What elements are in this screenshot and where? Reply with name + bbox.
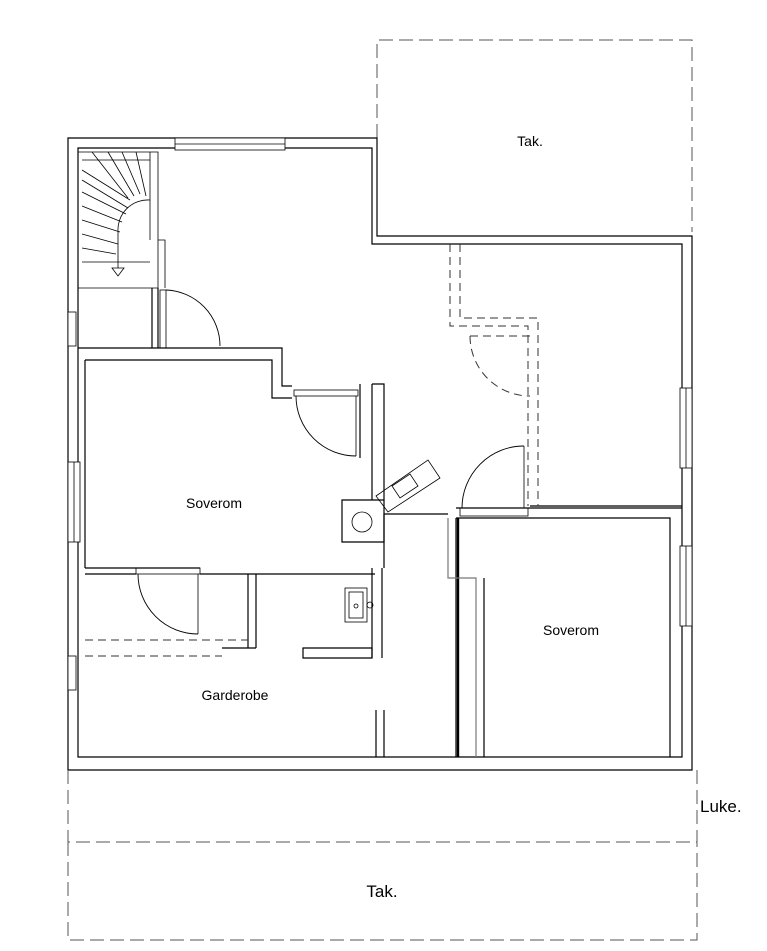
label-wardrobe: Garderobe [202,687,269,703]
outer-walls [67,137,693,771]
staircase [78,151,166,348]
sink-icon [344,587,374,623]
stair-door [159,289,221,349]
windows-right [679,387,693,627]
chimney [351,459,441,533]
label-roof-top: Tak. [517,133,543,149]
label-bedroom-left: Soverom [186,495,242,511]
door-right-bedroom [459,445,529,517]
windows-left [67,311,81,691]
door-wardrobe [135,567,201,635]
label-bedroom-right: Soverom [543,622,599,638]
label-roof-bottom: Tak. [366,882,397,901]
dashed-partitions [85,244,539,657]
bottom-dashed-zones [67,770,698,941]
door-left-bedroom [293,389,359,457]
door-storage [469,335,531,397]
label-hatch: Luke. [700,797,742,816]
roof-top-outline [376,39,693,232]
interior-walls [78,347,682,757]
window-top [174,137,286,151]
